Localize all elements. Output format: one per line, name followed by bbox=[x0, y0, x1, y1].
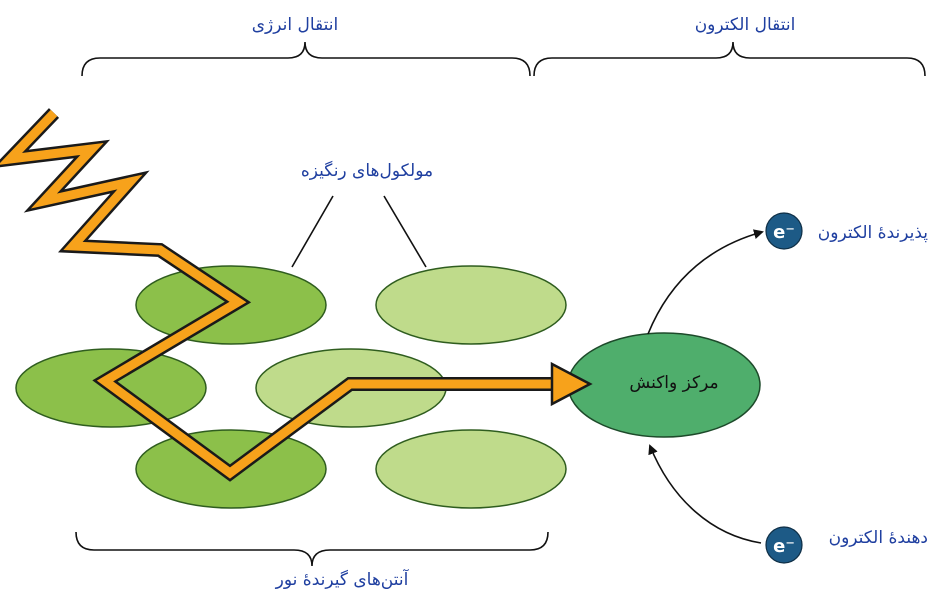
electron-donor-badge: e⁻ bbox=[765, 526, 803, 564]
electron-acceptor-symbol: e⁻ bbox=[773, 222, 795, 243]
pigment-molecule bbox=[375, 265, 567, 345]
electron-donor-label: دهندهٔ الکترون bbox=[829, 528, 928, 548]
electron-acceptor-label: پذیرندهٔ الکترون bbox=[818, 223, 928, 243]
light-energy-arrow bbox=[0, 108, 593, 482]
electron-transfer-brace bbox=[533, 41, 926, 77]
pigment-pointer-line-left bbox=[291, 195, 334, 268]
pigment-molecules-label: مولکول‌های رنگیزه bbox=[301, 160, 433, 181]
reaction-center-label: مرکز واکنش bbox=[629, 373, 718, 393]
acceptor-arrow bbox=[647, 229, 764, 335]
antenna-brace bbox=[75, 531, 549, 567]
electron-transfer-label: انتقال الکترون bbox=[695, 15, 796, 35]
pigment-pointer-line-right bbox=[383, 195, 427, 268]
energy-transfer-label: انتقال انرژی bbox=[252, 15, 338, 35]
electron-donor-symbol: e⁻ bbox=[773, 536, 795, 557]
pigment-molecule bbox=[375, 429, 567, 509]
electron-acceptor-badge: e⁻ bbox=[765, 212, 803, 250]
antenna-label: آنتن‌های گیرندهٔ نور bbox=[275, 568, 410, 590]
donor-arrow bbox=[648, 444, 762, 544]
energy-transfer-brace bbox=[81, 41, 531, 77]
